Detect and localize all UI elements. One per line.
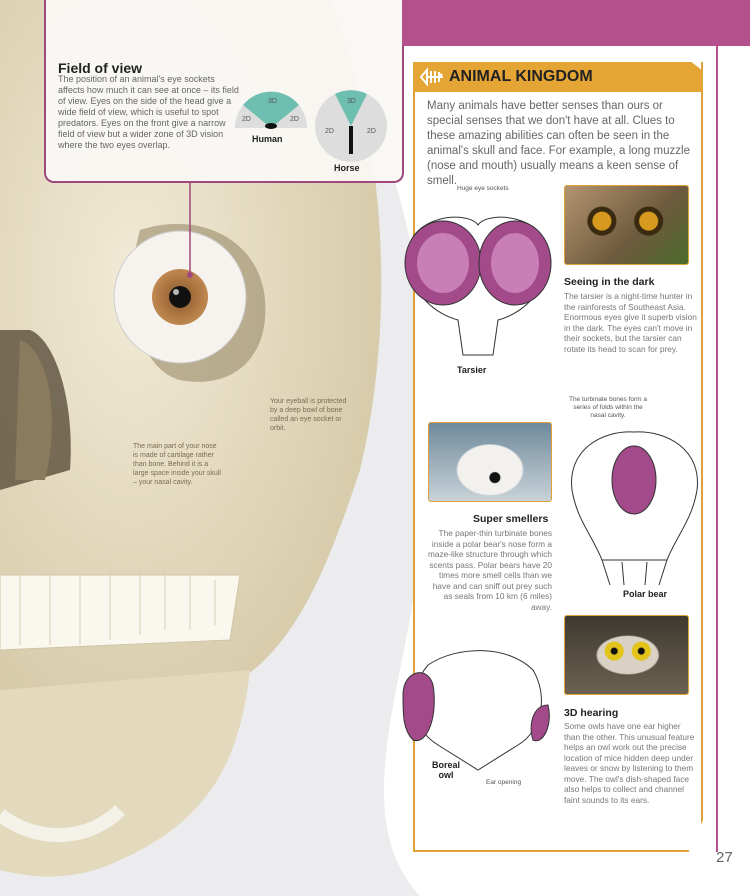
horse-2d-left: 2D <box>325 128 334 135</box>
owl-label: Boreal owl <box>431 760 460 780</box>
tarsier-skull <box>404 216 552 356</box>
animal-kingdom-intro: Many animals have better senses than our… <box>427 100 690 187</box>
owl-title: 3D hearing <box>564 707 619 719</box>
horse-diagram <box>315 90 387 162</box>
horse-label: Horse <box>334 163 360 173</box>
horse-3d: 3D <box>347 98 356 105</box>
polar-bear-skull <box>571 431 698 586</box>
human-diagram <box>235 91 307 129</box>
human-3d: 3D <box>268 98 277 105</box>
nose-annotation: The main part of your nose is made of ca… <box>133 443 221 486</box>
polar-bear-label: Polar bear <box>623 589 668 599</box>
page-edge <box>700 46 718 852</box>
polar-bear-photo <box>428 422 552 502</box>
field-of-view-box: Field of view The position of an animal'… <box>44 0 404 183</box>
owl-callout: Ear opening <box>486 779 522 786</box>
polar-bear-title: Super smellers <box>473 513 549 525</box>
eyeball <box>113 230 247 364</box>
animal-kingdom-title: ANIMAL KINGDOM <box>449 68 593 85</box>
tarsier-title: Seeing in the dark <box>564 276 655 288</box>
field-of-view-diagrams <box>235 90 387 162</box>
owl-photo <box>564 615 689 695</box>
animal-kingdom-header: ANIMAL KINGDOM <box>413 62 703 92</box>
polar-bear-callout: The turbinate bones form a series of fol… <box>568 396 648 419</box>
human-label: Human <box>252 134 283 144</box>
human-2d-left: 2D <box>242 116 251 123</box>
human-2d-right: 2D <box>290 116 299 123</box>
page-number: 27 <box>716 849 733 866</box>
tarsier-photo <box>564 185 689 265</box>
owl-skull <box>402 650 550 771</box>
field-of-view-title: Field of view <box>58 60 143 76</box>
tarsier-body: The tarsier is a night-time hunter in th… <box>564 291 697 354</box>
tarsier-label: Tarsier <box>457 365 487 375</box>
tarsier-callout: Huge eye sockets <box>457 185 509 192</box>
horse-2d-right: 2D <box>367 128 376 135</box>
polar-bear-body: The paper-thin turbinate bones inside a … <box>427 528 552 612</box>
field-of-view-body: The position of an animal's eye sockets … <box>58 74 239 150</box>
owl-body: Some owls have one ear higher than the o… <box>564 721 695 805</box>
magenta-band <box>402 0 750 46</box>
fish-skeleton-icon <box>419 67 443 87</box>
eye-socket-annotation: Your eyeball is protected by a deep bowl… <box>270 398 347 432</box>
